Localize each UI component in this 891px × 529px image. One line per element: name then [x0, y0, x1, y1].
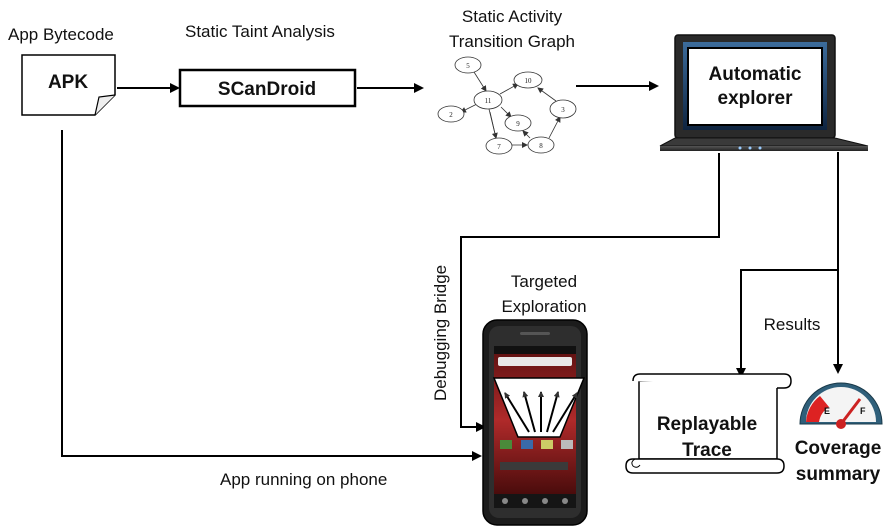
exploration-funnel: [492, 377, 586, 438]
laptop-icon: [659, 34, 869, 151]
graph-node-label: 7: [497, 143, 501, 151]
graph-node-label: 2: [449, 111, 453, 119]
gauge-e-label: E: [824, 406, 830, 416]
targeted-label-line2: Exploration: [501, 297, 586, 316]
graph-node-label: 10: [525, 77, 533, 85]
transition-graph: [437, 56, 577, 155]
satg-title-line1: Static Activity: [462, 7, 563, 26]
satg-title-line2: Transition Graph: [449, 32, 575, 51]
scandroid-label: SCanDroid: [218, 79, 316, 100]
graph-node-label: 11: [485, 97, 492, 105]
explorer-label-line2: explorer: [718, 88, 794, 109]
targeted-label-line1: Targeted: [511, 272, 577, 291]
replayable-label-line1: Replayable: [657, 414, 757, 435]
apk-document: APK: [21, 54, 116, 116]
transition-graph-labels: 5 10 11 3 2 9 7 8: [449, 62, 565, 151]
replayable-trace-scroll: [625, 373, 792, 474]
graph-node-label: 9: [516, 120, 520, 128]
coverage-gauge-icon: E F: [799, 382, 883, 429]
gauge-f-label: F: [860, 406, 866, 416]
arrow-explorer-to-trace: [736, 269, 838, 378]
static-taint-label: Static Taint Analysis: [185, 22, 335, 41]
app-bytecode-label: App Bytecode: [8, 25, 114, 44]
explorer-label-line1: Automatic: [709, 64, 802, 85]
graph-node-label: 5: [466, 62, 470, 70]
arrow-debug-bridge-to-phone: [460, 153, 720, 432]
replayable-label-line2: Trace: [682, 440, 732, 461]
arrow-apk-to-phone: [61, 130, 482, 461]
graph-node-label: 3: [561, 106, 565, 114]
coverage-label-line1: Coverage: [795, 438, 882, 459]
apk-label: APK: [48, 72, 88, 93]
graph-node-label: 8: [539, 142, 543, 150]
scandroid-box: SCanDroid: [178, 68, 357, 108]
results-label: Results: [764, 315, 821, 334]
app-running-label: App running on phone: [220, 470, 387, 489]
coverage-label-line2: summary: [796, 464, 881, 485]
debugging-bridge-label: Debugging Bridge: [431, 265, 450, 401]
